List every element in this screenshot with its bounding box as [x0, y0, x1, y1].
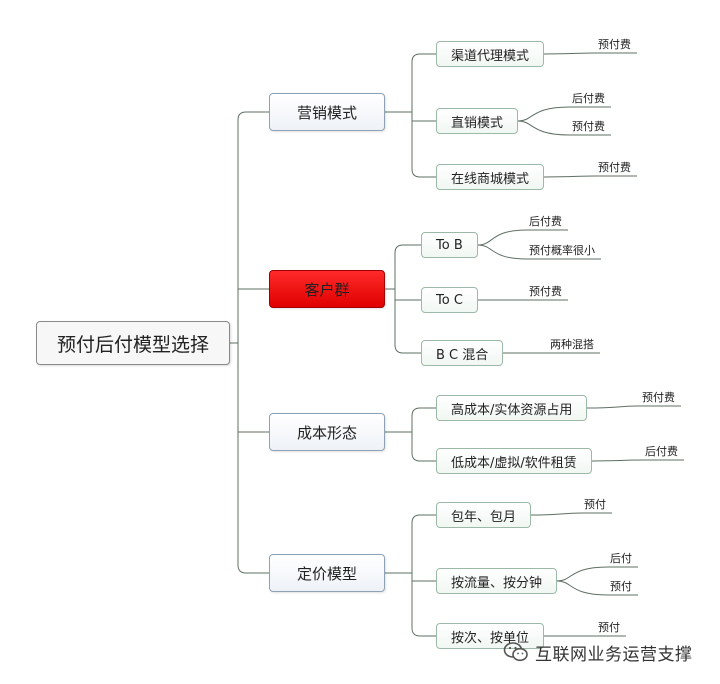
- leaf-edge-7-0: [591, 459, 684, 462]
- wechat-icon: [503, 642, 528, 662]
- cat1-edge-2: [394, 289, 421, 354]
- category-cost-form: 成本形态: [269, 413, 385, 451]
- branch-by-count-unit: 按次、按单位: [436, 623, 545, 649]
- category-pricing-model: 定价模型: [269, 554, 385, 592]
- branch-to-c: To C: [421, 287, 478, 313]
- leaf-low-cost-postpaid: 后付费: [645, 445, 678, 458]
- category-marketing-mode: 营销模式: [269, 93, 385, 131]
- leaf-bc-mixed-both: 两种混搭: [550, 338, 594, 351]
- leaf-yearly-monthly-prepaid: 预付: [584, 498, 606, 511]
- cat0-edge-0: [411, 53, 436, 112]
- watermark: 互联网业务运营支撑: [503, 638, 693, 666]
- leaf-channel-agent-prepaid: 预付费: [598, 38, 631, 51]
- cat1-edge-0: [394, 244, 421, 289]
- category-customer-group: 客户群: [269, 270, 385, 308]
- leaf-edge-3-1: [477, 244, 601, 260]
- leaf-edge-1-1: [517, 120, 611, 136]
- cat3-edge-2: [411, 573, 436, 637]
- leaf-edge-8-0: [530, 512, 612, 516]
- branch-online-mall: 在线商城模式: [436, 164, 545, 190]
- leaf-count-unit-prepaid: 预付: [598, 621, 620, 634]
- branch-low-cost: 低成本/虚拟/软件租赁: [436, 448, 592, 474]
- leaf-direct-sales-prepaid: 预付费: [572, 120, 605, 133]
- root-edge-3: [237, 343, 269, 574]
- root-edge-0: [237, 111, 269, 343]
- root-node: 预付后付模型选择: [36, 321, 230, 365]
- branch-bc-mixed: B C 混合: [421, 340, 504, 366]
- leaf-direct-sales-postpaid: 后付费: [572, 92, 605, 105]
- leaf-edge-3-0: [477, 229, 568, 246]
- cat3-edge-0: [411, 514, 436, 573]
- branch-channel-agent: 渠道代理模式: [436, 41, 545, 67]
- branch-high-cost: 高成本/实体资源占用: [436, 395, 588, 421]
- branch-direct-sales: 直销模式: [436, 108, 519, 134]
- cat2-edge-0: [411, 407, 436, 432]
- cat0-edge-2: [411, 112, 436, 178]
- leaf-edge-2-0: [543, 175, 637, 178]
- leaf-to-b-prepaid-unlikely: 预付概率很小: [529, 244, 595, 257]
- branch-to-b: To B: [421, 232, 478, 258]
- leaf-edge-0-0: [543, 52, 637, 55]
- leaf-high-cost-prepaid: 预付费: [642, 391, 675, 404]
- branch-yearly-monthly: 包年、包月: [436, 502, 532, 528]
- cat2-edge-1: [411, 432, 436, 462]
- leaf-online-mall-prepaid: 预付费: [598, 161, 631, 174]
- leaf-to-c-prepaid: 预付费: [529, 285, 562, 298]
- leaf-edge-9-1: [556, 580, 638, 596]
- leaf-to-b-postpaid: 后付费: [529, 215, 562, 228]
- leaf-traffic-minute-prepaid: 预付: [610, 580, 632, 593]
- branch-by-traffic-minute: 按流量、按分钟: [436, 568, 558, 594]
- leaf-edge-6-0: [586, 405, 681, 409]
- leaf-edge-1-0: [517, 106, 611, 122]
- leaf-traffic-minute-postpaid: 后付: [610, 552, 632, 565]
- leaf-edge-9-0: [556, 566, 638, 582]
- watermark-text: 互联网业务运营支撑: [535, 644, 693, 665]
